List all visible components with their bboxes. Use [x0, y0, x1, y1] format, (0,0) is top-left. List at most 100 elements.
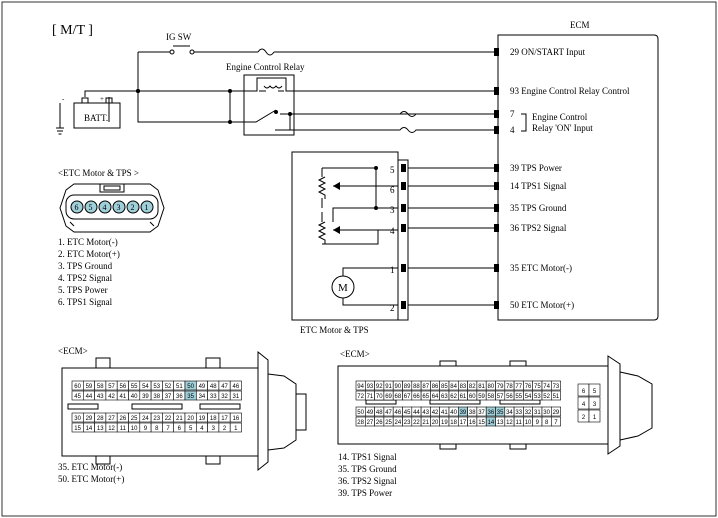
pin-number: 28 — [357, 420, 364, 426]
ecm-pin-tab — [494, 110, 499, 118]
ecm-pin-label: 39 TPS Power — [510, 163, 562, 173]
pin-number: 92 — [376, 384, 383, 390]
pin-number: 18 — [450, 420, 457, 426]
pin-number: 17 — [460, 420, 467, 426]
ecm-left-legend-item: 35. ETC Motor(-) — [58, 462, 122, 472]
pin-number: 41 — [441, 410, 448, 416]
relay-on-input-line-2: Relay 'ON' Input — [532, 123, 593, 133]
pin-number: 3 — [212, 426, 216, 432]
pin-number: 33 — [210, 394, 217, 400]
pin-number: 38 — [153, 394, 160, 400]
power-wiring: IG SW — [136, 32, 498, 124]
ecm-pin-label: 93 Engine Control Relay Control — [510, 86, 630, 96]
ecm-pin-label: 7 — [510, 109, 515, 119]
pin-number: 22 — [165, 416, 172, 422]
pin-number: 8 — [155, 426, 159, 432]
pin-number: 37 — [478, 410, 485, 416]
pin-number: 51 — [553, 394, 560, 400]
pin-number: 19 — [441, 420, 448, 426]
etc-cavity-label: 3 — [117, 203, 121, 212]
pin-number: 17 — [221, 416, 228, 422]
etc-cavity — [98, 200, 112, 214]
pin-number: 8 — [545, 420, 549, 426]
pin-number: 48 — [376, 410, 383, 416]
pin-number: 49 — [199, 384, 206, 390]
pin-number: 59 — [86, 384, 93, 390]
ecm-pin-label: 35 ETC Motor(-) — [510, 263, 572, 273]
pin-number: 15 — [478, 420, 485, 426]
pin-number: 7 — [166, 426, 170, 432]
pin-number: 93 — [367, 384, 374, 390]
ecm-pin-tab — [494, 126, 499, 134]
pin-cell — [229, 390, 242, 401]
side-pin-cell — [588, 383, 601, 397]
pin-number: 11 — [516, 420, 523, 426]
pin-number: 41 — [120, 394, 127, 400]
pin-number: 31 — [233, 394, 240, 400]
etc-cavity — [112, 200, 126, 214]
pin-number: 22 — [413, 420, 420, 426]
etc-pin-number: 3 — [390, 205, 395, 215]
pin-number: 29 — [553, 410, 560, 416]
pin-number: 35 — [497, 410, 504, 416]
pin-number: 55 — [515, 394, 522, 400]
pin-number: 13 — [497, 420, 504, 426]
pin-number: 71 — [367, 394, 374, 400]
pin-number: 25 — [385, 420, 392, 426]
ecm-pin-tab — [494, 87, 499, 95]
etc-connector-face — [59, 183, 165, 233]
etc-motor-tps-component: ETC Motor & TPS M — [291, 151, 409, 335]
ecm-right-title: <ECM> — [340, 349, 370, 359]
pin-number: 24 — [142, 416, 149, 422]
pin-number: 73 — [553, 384, 560, 390]
etc-cavity-label: 4 — [103, 203, 107, 212]
pin-number: 77 — [515, 384, 522, 390]
pin-number: 39 — [142, 394, 149, 400]
ecm-right-legend-item: 39. TPS Power — [338, 488, 392, 498]
pin-number: 14 — [488, 420, 495, 426]
pin-number: 12 — [506, 420, 513, 426]
pin-number: 52 — [543, 394, 550, 400]
pin-number: 58 — [488, 394, 495, 400]
pin-number: 28 — [97, 416, 104, 422]
relay-on-input-bracket — [521, 113, 527, 132]
pin-number: 32 — [525, 410, 532, 416]
pin-number: 10 — [131, 426, 138, 432]
pin-number: 43 — [422, 410, 429, 416]
etc-pin-tab — [401, 204, 406, 212]
etc-cavity-label: 1 — [145, 203, 149, 212]
pin-cell — [550, 406, 561, 417]
pin-cell — [229, 380, 242, 391]
pin-number: 74 — [543, 384, 550, 390]
pin-number: 25 — [131, 416, 138, 422]
pin-number: 49 — [367, 410, 374, 416]
pin-number: 53 — [534, 394, 541, 400]
side-pin-number: 1 — [593, 415, 597, 421]
pin-number: 36 — [488, 410, 495, 416]
ecm-right-legend-item: 36. TPS2 Signal — [338, 476, 397, 486]
ecm-pin-label: 36 TPS2 Signal — [510, 223, 567, 233]
pin-number: 66 — [413, 394, 420, 400]
pin-number: 32 — [221, 394, 228, 400]
ecm-pin-label: 50 ETC Motor(+) — [510, 300, 574, 310]
side-pin-number: 5 — [593, 389, 597, 395]
motor-symbol: M — [338, 282, 348, 294]
pin-number: 69 — [385, 394, 392, 400]
pin-number: 85 — [441, 384, 448, 390]
pin-number: 29 — [86, 416, 93, 422]
diagram-title: [ M/T ] — [52, 23, 93, 38]
etc-legend-item: 6. TPS1 Signal — [58, 297, 113, 307]
side-pin-cell — [588, 396, 601, 410]
pin-cell — [550, 380, 561, 391]
pin-number: 63 — [441, 394, 448, 400]
etc-tps-label: ETC Motor & TPS — [300, 325, 369, 335]
pin-number: 33 — [515, 410, 522, 416]
side-pin-number: 3 — [593, 402, 597, 408]
pin-number: 12 — [108, 426, 115, 432]
pin-number: 38 — [469, 410, 476, 416]
etc-pin-number: 4 — [390, 226, 395, 236]
pin-number: 34 — [199, 394, 206, 400]
etc-cavity — [84, 200, 98, 214]
ecm-right-legend-item: 35. TPS Ground — [338, 464, 397, 474]
